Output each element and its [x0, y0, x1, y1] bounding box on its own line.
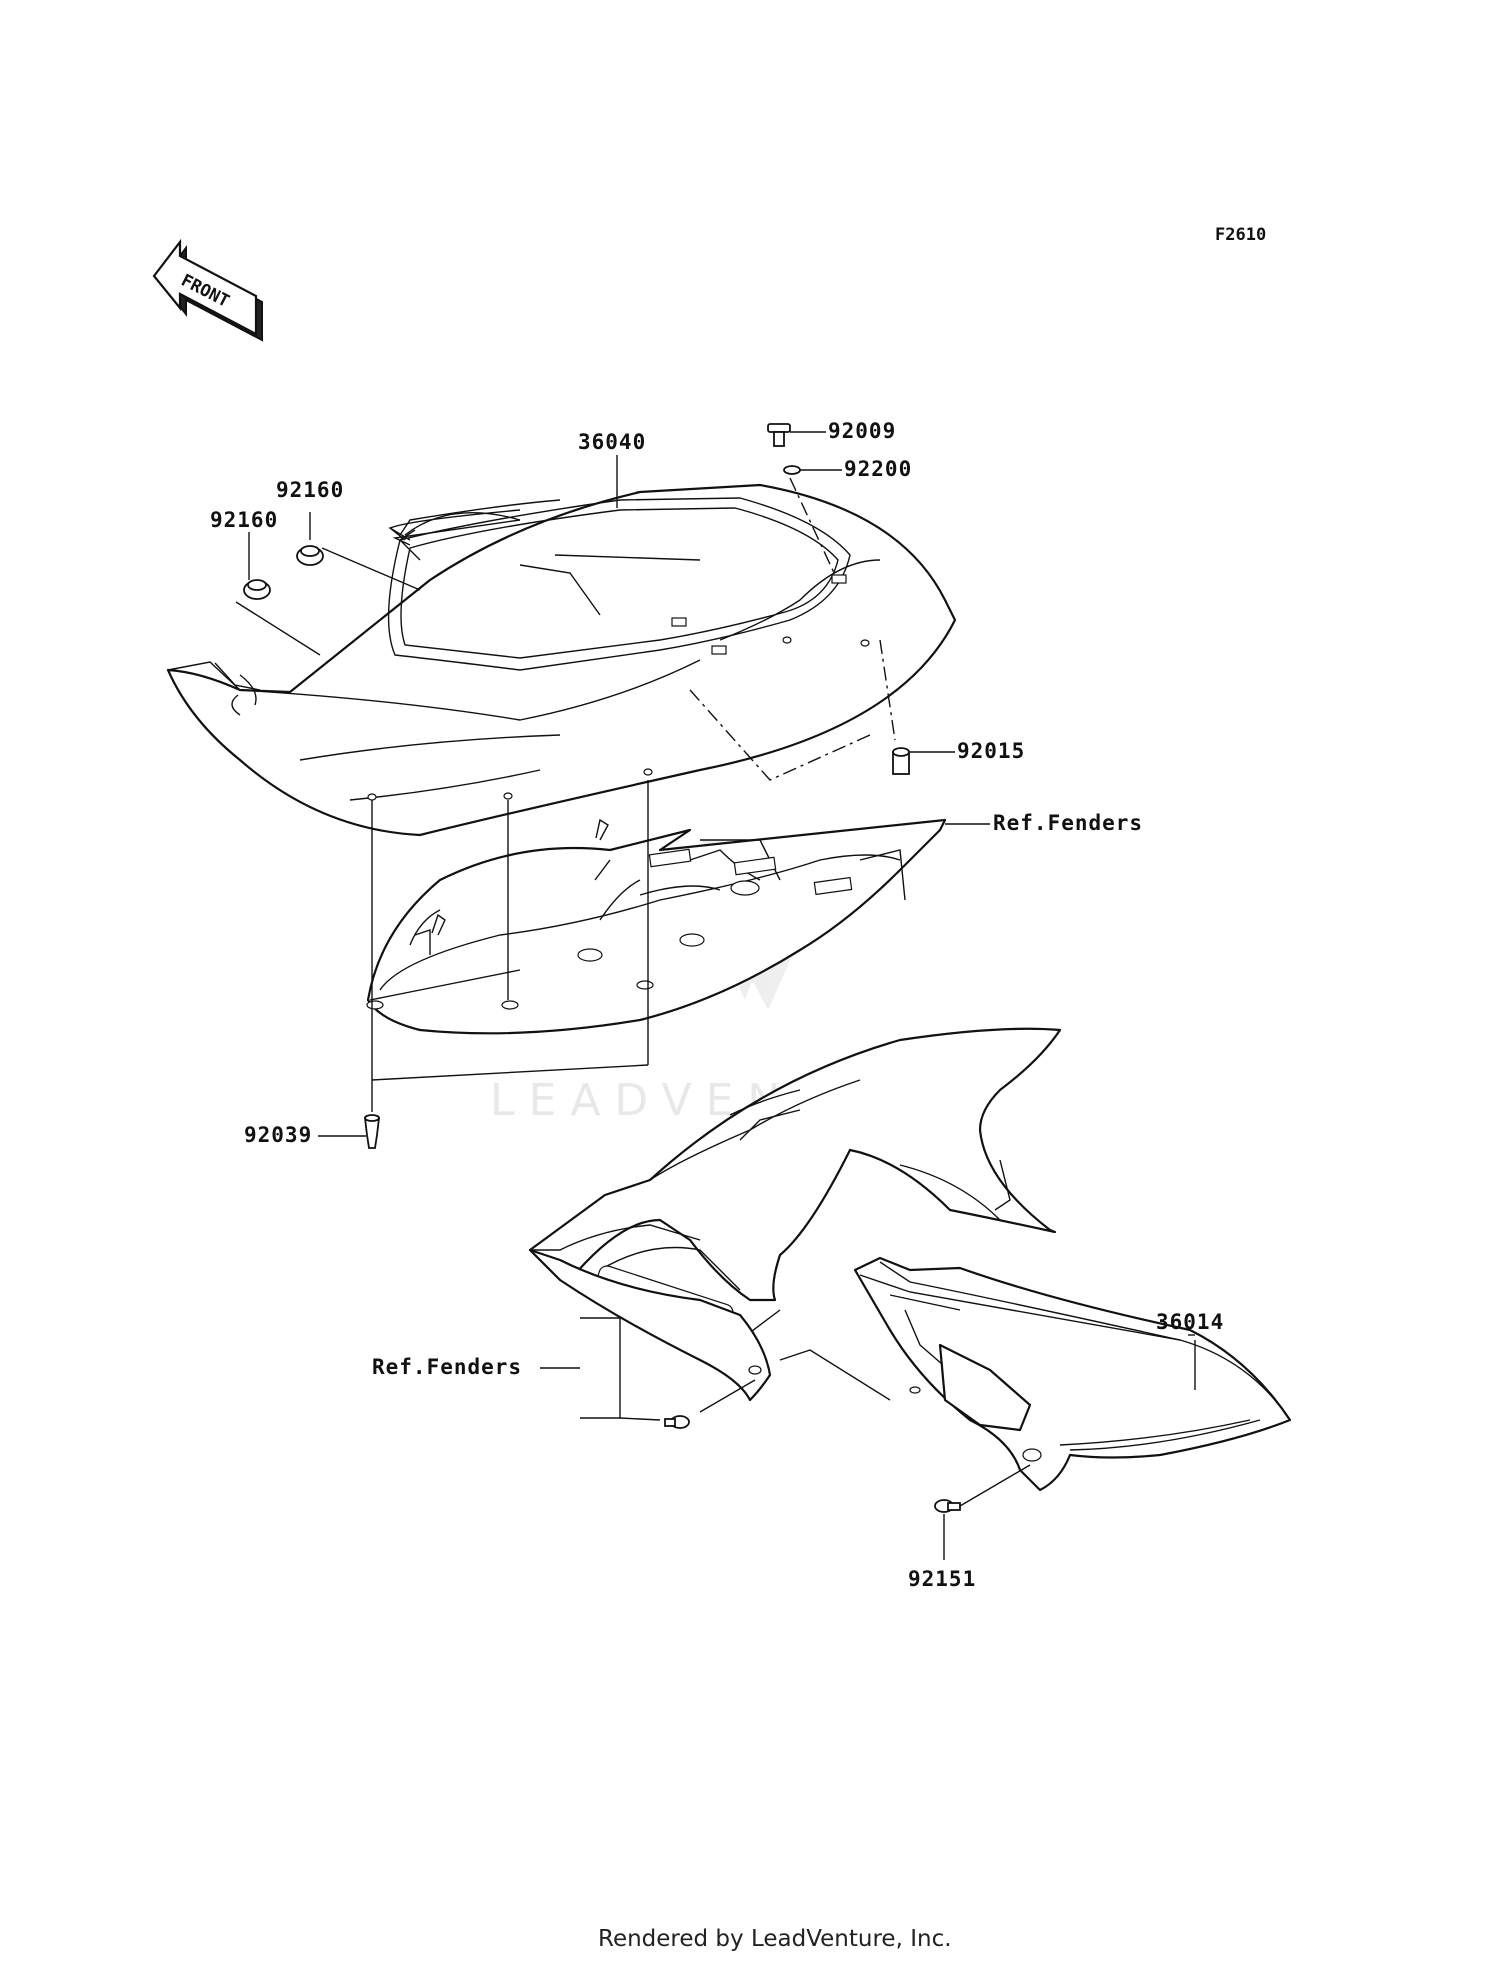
screw-92009-icon — [767, 423, 791, 447]
label-36014: 36014 — [1156, 1310, 1224, 1334]
label-92039: 92039 — [244, 1123, 312, 1147]
centerline-92200 — [789, 477, 836, 576]
leader-screw-2 — [699, 1379, 756, 1413]
leader-92160-b-2 — [235, 601, 321, 656]
rivet-92039-icon — [363, 1114, 381, 1149]
leader-92160-a-2 — [321, 547, 421, 591]
screw-92151-icon — [934, 1499, 961, 1513]
label-92160-b: 92160 — [210, 508, 278, 532]
leader-screw-1 — [619, 1417, 661, 1421]
diagram-code: F2610 — [1215, 225, 1266, 245]
centerline-92015 — [879, 639, 896, 741]
damper-92160-b-icon — [243, 579, 271, 600]
bracket-ref-fenders-2 — [580, 1317, 621, 1419]
label-ref-fenders-2: Ref.Fenders — [372, 1355, 522, 1379]
collar-92015-icon — [892, 747, 910, 775]
join-line — [371, 1064, 649, 1081]
seat-cover-36040 — [166, 483, 957, 837]
washer-92200-icon — [783, 465, 801, 475]
chain-cover-36014 — [853, 1256, 1292, 1492]
label-92015: 92015 — [957, 739, 1025, 763]
centerline-92015-b — [689, 689, 871, 781]
footer-credit: Rendered by LeadVenture, Inc. — [598, 1926, 952, 1952]
label-ref-fenders-1: Ref.Fenders — [993, 811, 1143, 835]
label-92151: 92151 — [908, 1567, 976, 1591]
leader-92151-to-cover — [959, 1464, 1031, 1507]
label-92200: 92200 — [844, 457, 912, 481]
front-arrow-icon: FRONT — [152, 238, 263, 342]
tail-cover-upper — [366, 818, 947, 1035]
leader-chain-line — [779, 1349, 891, 1401]
damper-92160-a-icon — [296, 545, 324, 566]
label-92160-a: 92160 — [276, 478, 344, 502]
label-92009: 92009 — [828, 419, 896, 443]
screw-ref-fenders-icon — [664, 1415, 690, 1429]
label-36040: 36040 — [578, 430, 646, 454]
rear-fender-lower — [528, 1248, 772, 1402]
